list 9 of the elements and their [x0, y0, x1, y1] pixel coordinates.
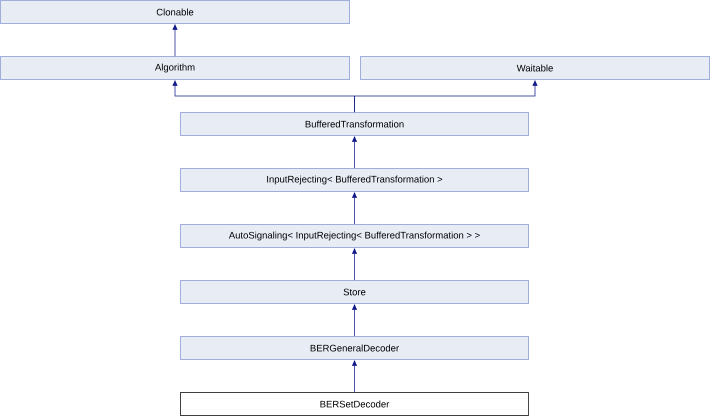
class-box: AutoSignaling< InputRejecting< BufferedTransformation > > [180, 224, 529, 248]
class-box: BERSetDecoder [180, 392, 529, 416]
class-box: BufferedTransformation [180, 112, 529, 136]
class-box: Waitable [360, 56, 710, 80]
class-box: Store [180, 280, 529, 304]
class-box: Algorithm [0, 56, 350, 80]
class-box: InputRejecting< BufferedTransformation > [180, 168, 529, 192]
class-box: Clonable [0, 0, 350, 24]
class-box: BERGeneralDecoder [180, 336, 529, 360]
